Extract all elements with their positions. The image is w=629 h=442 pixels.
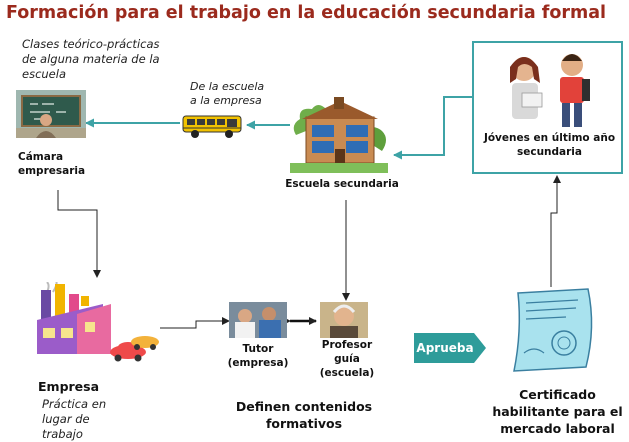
- school-bus-icon: [182, 115, 242, 138]
- arrow-youth-to-school: [393, 96, 472, 160]
- arrow-camara-to-empresa: [57, 190, 101, 278]
- tutor-image: [229, 302, 287, 338]
- practica-note: Práctica en lugar de trabajo: [42, 397, 107, 441]
- tutor-label: Tutor (empresa): [227, 343, 289, 369]
- factory-image: [37, 282, 159, 362]
- profesor-image: [320, 302, 368, 338]
- certificate-image: [513, 288, 593, 372]
- diagram-title: Formación para el trabajo en la educació…: [6, 3, 607, 23]
- aprueba-arrow: [414, 333, 486, 363]
- profesor-label: Profesor guía (escuela): [319, 339, 375, 379]
- escuela-empresa-note: De la escuela a la empresa: [190, 80, 265, 107]
- students-image: [510, 54, 590, 127]
- escuela-label: Escuela secundaria: [285, 178, 399, 190]
- camara-label: Cámara empresaria: [18, 151, 86, 177]
- certificado-label: Certificado habilitante para el mercado …: [492, 387, 623, 436]
- definen-label: Definen contenidos formativos: [235, 399, 373, 431]
- jovenes-label: Jóvenes en último año secundaria: [483, 132, 616, 158]
- arrow-certificate-to-youth: [550, 175, 561, 287]
- aprueba-label: Aprueba: [416, 341, 474, 355]
- classroom-image: [16, 90, 86, 138]
- school-building-image: [290, 97, 388, 173]
- empresa-label: Empresa: [38, 379, 100, 394]
- arrow-empresa-to-tutor: [160, 317, 230, 329]
- clases-note: Clases teórico-prácticas de alguna mater…: [22, 37, 160, 81]
- youth-box: Jóvenes en último año secundaria: [472, 41, 623, 174]
